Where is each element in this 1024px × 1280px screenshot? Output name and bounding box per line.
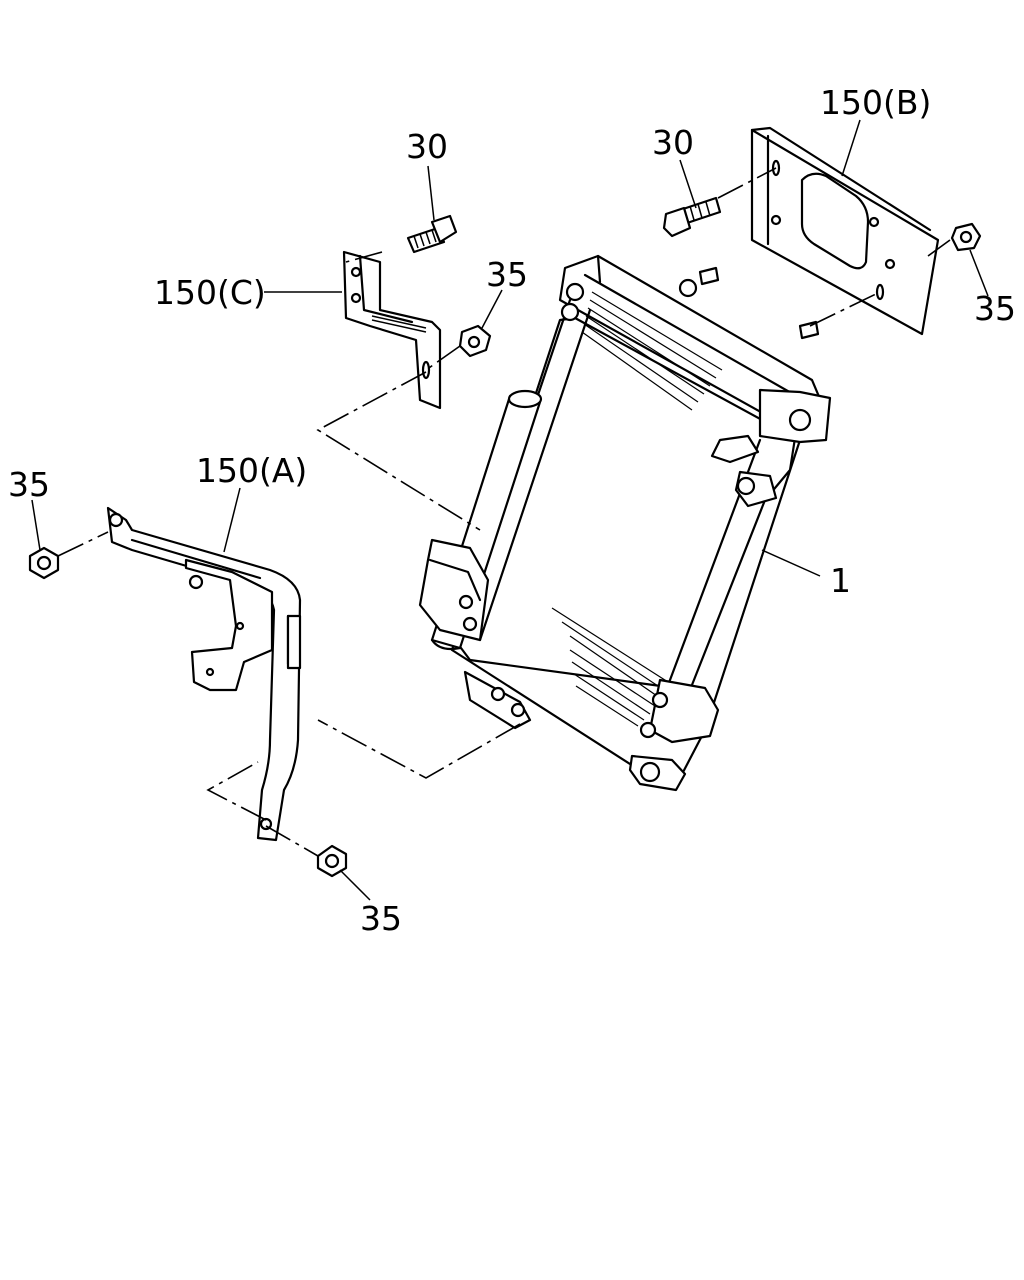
callout-35-left: 35 bbox=[8, 465, 50, 504]
callout-150b: 150(B) bbox=[820, 83, 931, 122]
callout-35-right: 35 bbox=[974, 289, 1016, 328]
leader-lines bbox=[31, 119, 989, 901]
callout-30-left: 30 bbox=[406, 127, 448, 166]
callout-30-right: 30 bbox=[652, 123, 694, 162]
bracket-150b bbox=[750, 126, 940, 336]
callout-150c: 150(C) bbox=[154, 273, 266, 312]
callout-150a: 150(A) bbox=[196, 451, 307, 490]
bracket-150c bbox=[342, 250, 442, 410]
nut-35-right bbox=[950, 222, 982, 252]
callout-35-center: 35 bbox=[486, 255, 528, 294]
callout-35-bottom: 35 bbox=[360, 899, 402, 938]
assembly-lines bbox=[57, 167, 951, 857]
nut-35-bottom bbox=[316, 844, 348, 878]
bolt-30-right bbox=[662, 196, 722, 238]
bracket-150a bbox=[106, 506, 302, 842]
radiator-assembly bbox=[418, 254, 832, 792]
callout-labels: 30 30 35 35 35 35 150(C) 150(B) 150(A) 1 bbox=[8, 83, 1016, 938]
nut-35-left bbox=[28, 546, 60, 580]
nut-35-center bbox=[458, 324, 492, 358]
fins-top bbox=[581, 291, 723, 411]
callout-1-radiator: 1 bbox=[830, 561, 851, 600]
bolt-30-left bbox=[406, 214, 458, 254]
fins-bottom bbox=[551, 607, 669, 727]
